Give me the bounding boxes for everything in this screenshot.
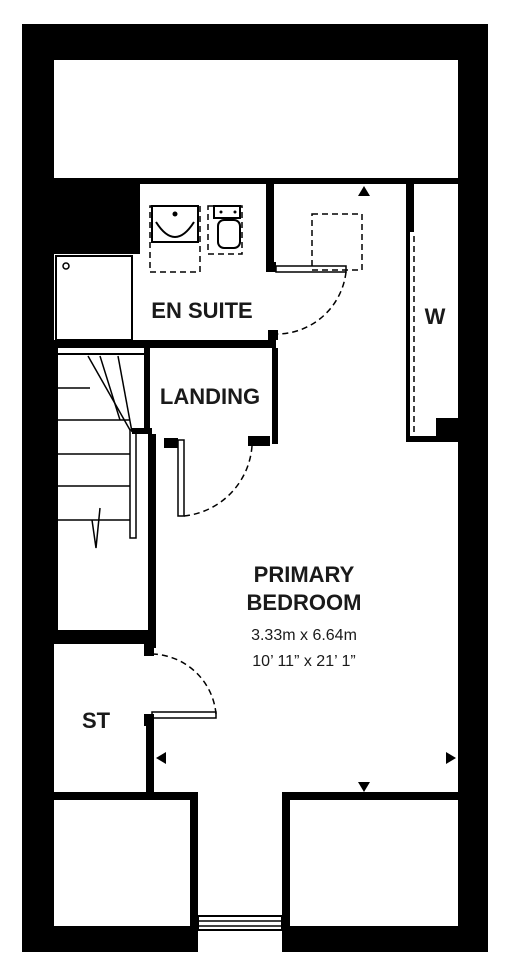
arrow-right xyxy=(446,752,456,764)
wall-landing-right xyxy=(272,348,278,444)
label-primary: PRIMARY xyxy=(254,562,355,587)
outer-walls xyxy=(22,24,488,952)
ensuite-door xyxy=(266,262,347,340)
wall-ensuite-bottom xyxy=(54,340,276,348)
wardrobe xyxy=(406,184,458,442)
bottom-window xyxy=(197,915,283,931)
arrow-bottom xyxy=(358,782,370,792)
arrow-top xyxy=(358,186,370,196)
store-door xyxy=(144,644,217,726)
basin xyxy=(149,205,201,273)
wc xyxy=(207,205,243,255)
wall-block-upper-left xyxy=(54,182,140,254)
wall-lower-right-box-top xyxy=(282,792,458,800)
label-dimension-imperial: 10’ 11” x 21’ 1” xyxy=(252,653,355,670)
dimension-arrows xyxy=(156,186,456,792)
wall-upper-divider xyxy=(54,178,458,184)
wall-bottom-left xyxy=(22,926,198,952)
landing-door xyxy=(164,436,270,517)
staircase xyxy=(54,348,152,644)
wall-lower-right-box-left xyxy=(282,792,290,928)
wall-landing-left xyxy=(144,348,150,432)
wall-top xyxy=(22,24,488,60)
label-en-suite: EN SUITE xyxy=(151,298,252,323)
loft-hatch xyxy=(311,213,363,271)
wall-store-right xyxy=(146,714,154,796)
wall-store-bottom xyxy=(22,792,198,800)
label-landing: LANDING xyxy=(160,384,260,409)
label-bedroom: BEDROOM xyxy=(247,590,362,615)
wall-left xyxy=(22,24,54,952)
shower-tray xyxy=(55,255,133,341)
label-dimension-metric: 3.33m x 6.64m xyxy=(251,627,357,644)
wall-ensuite-right xyxy=(266,184,274,272)
label-wardrobe: W xyxy=(425,304,446,329)
wall-bottom-right xyxy=(282,926,488,952)
label-store: ST xyxy=(82,708,111,733)
wall-lower-left-box xyxy=(190,792,198,928)
wall-right xyxy=(458,24,488,952)
wall-landing-stair xyxy=(148,434,156,648)
arrow-left xyxy=(156,752,166,764)
